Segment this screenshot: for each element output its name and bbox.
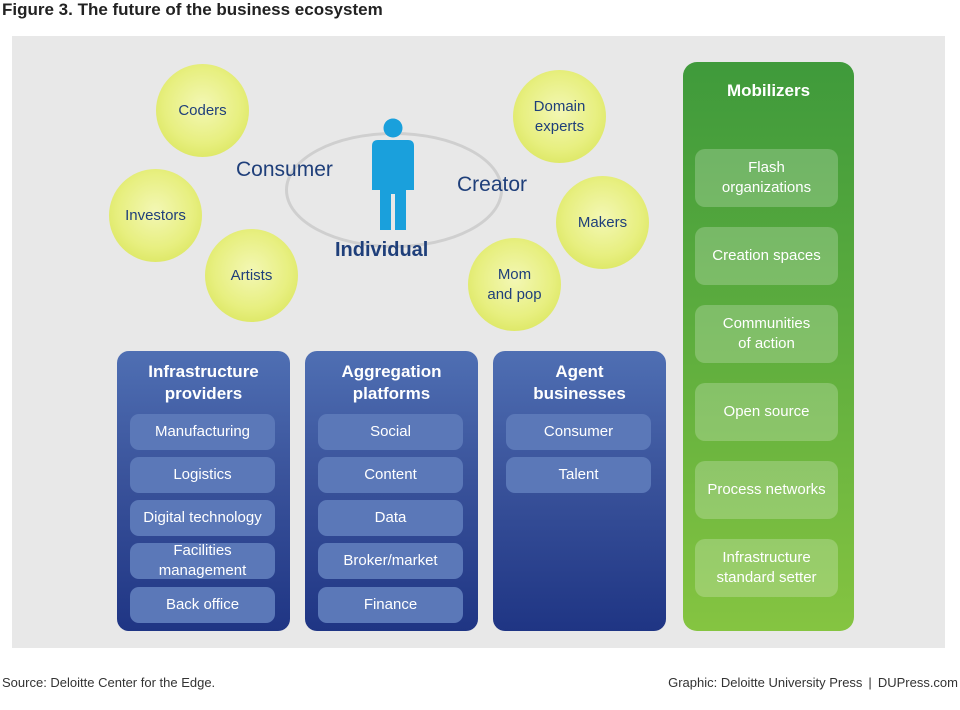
- agg-item-broker-market: Broker/market: [318, 543, 463, 579]
- infrastructure-providers-column: Infrastructure providers Manufacturing L…: [117, 351, 290, 631]
- figure-title: Figure 3. The future of the business eco…: [2, 0, 383, 19]
- agg-item-social: Social: [318, 414, 463, 450]
- mobilizer-item-communities-of-action: Communities of action: [695, 305, 838, 363]
- mobilizer-item-creation-spaces: Creation spaces: [695, 227, 838, 285]
- credit-separator: |: [868, 675, 872, 690]
- aggregation-platforms-column: Aggregation platforms Social Content Dat…: [305, 351, 478, 631]
- consumer-label: Consumer: [236, 158, 333, 181]
- agg-item-content: Content: [318, 457, 463, 493]
- mobilizers-column: Mobilizers Flash organizations Creation …: [683, 62, 854, 631]
- bubble-makers: Makers: [556, 176, 649, 269]
- agent-businesses-column: Agent businesses Consumer Talent: [493, 351, 666, 631]
- bubble-domain-experts: Domain experts: [513, 70, 606, 163]
- mobilizer-item-open-source: Open source: [695, 383, 838, 441]
- aggregation-platforms-title: Aggregation platforms: [341, 362, 442, 403]
- individual-label: Individual: [335, 239, 429, 261]
- infra-item-back-office: Back office: [130, 587, 275, 623]
- graphic-credit: Graphic: Deloitte University Press | DUPre…: [668, 675, 958, 690]
- agent-businesses-title: Agent businesses: [533, 362, 626, 403]
- mobilizer-item-flash-organizations: Flash organizations: [695, 149, 838, 207]
- infra-item-logistics: Logistics: [130, 457, 275, 493]
- infra-item-manufacturing: Manufacturing: [130, 414, 275, 450]
- agg-item-data: Data: [318, 500, 463, 536]
- source-note: Source: Deloitte Center for the Edge.: [2, 675, 216, 690]
- bubble-mom-and-pop: Mom and pop: [468, 238, 561, 331]
- mobilizers-title: Mobilizers: [726, 81, 811, 100]
- graphic-credit-text: Graphic: Deloitte University Press: [668, 675, 863, 690]
- person-icon: [372, 118, 414, 230]
- infra-item-facilities-management: Facilities management: [130, 542, 275, 579]
- bubble-artists: Artists: [205, 229, 298, 322]
- bubble-coders: Coders: [156, 64, 249, 157]
- agg-item-finance: Finance: [318, 587, 463, 623]
- infrastructure-providers-title: Infrastructure providers: [148, 362, 259, 403]
- dupress-link[interactable]: DUPress.com: [877, 675, 958, 690]
- mobilizer-item-process-networks: Process networks: [695, 461, 838, 519]
- bubble-investors: Investors: [109, 169, 202, 262]
- mobilizer-item-infrastructure-standard-setter: Infrastructure standard setter: [695, 539, 838, 597]
- infra-item-digital-technology: Digital technology: [130, 500, 275, 536]
- creator-label: Creator: [457, 173, 528, 196]
- agent-item-talent: Talent: [506, 457, 651, 493]
- agent-item-consumer: Consumer: [506, 414, 651, 450]
